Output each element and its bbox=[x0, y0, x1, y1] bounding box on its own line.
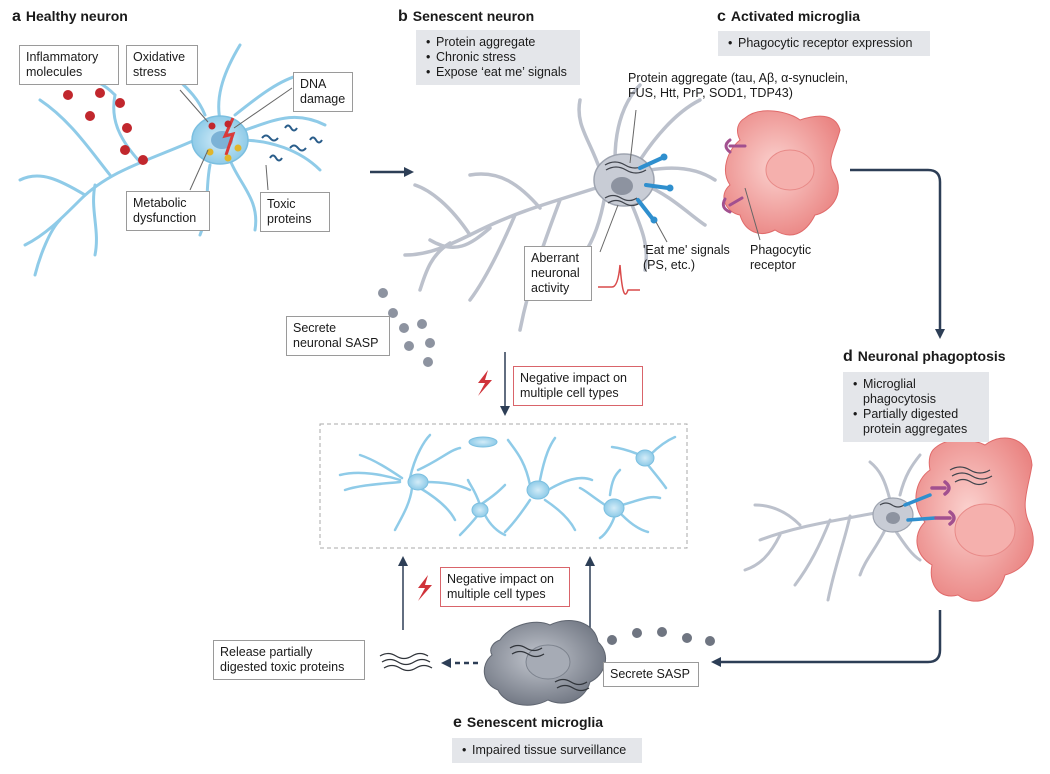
dna-damage-label: DNA damage bbox=[293, 72, 353, 112]
panel-e-title-text: Senescent microglia bbox=[466, 714, 604, 730]
metabolic-dysfunction-label: Metabolic dysfunction bbox=[126, 191, 210, 231]
panel-c-bullets: Phagocytic receptor expression bbox=[718, 31, 930, 56]
panel-b-bullet-1: Protein aggregate bbox=[426, 35, 570, 50]
cell-types-box bbox=[319, 423, 688, 549]
neuronal-sasp-particles bbox=[378, 288, 435, 367]
panel-b-title-text: Senescent neuron bbox=[412, 8, 535, 24]
negative-impact-top: Negative impact on multiple cell types bbox=[513, 366, 643, 406]
activated-microglia bbox=[723, 110, 841, 236]
panel-e-bullet-1: Impaired tissue surveillance bbox=[462, 743, 632, 758]
panel-d-bullet-1: Microglial phagocytosis bbox=[853, 377, 979, 407]
senescent-microglia bbox=[483, 620, 607, 706]
callout-lines-b bbox=[599, 109, 668, 253]
panel-e-bullets: Impaired tissue surveillance bbox=[452, 738, 642, 763]
panel-c-title-text: Activated microglia bbox=[730, 8, 861, 24]
protein-aggregate-label: Protein aggregate (tau, Aβ, α-synuclein,… bbox=[628, 71, 849, 100]
callout-lines-a bbox=[179, 87, 293, 191]
inflammatory-molecules-label: Inflammatory molecules bbox=[19, 45, 119, 85]
panel-a-title-text: Healthy neuron bbox=[25, 8, 128, 24]
panel-d-bullets: Microglial phagocytosis Partially digest… bbox=[843, 372, 989, 442]
panel-d-letter: d bbox=[843, 348, 853, 365]
panel-b-letter: b bbox=[398, 8, 408, 25]
cell-types-illustration bbox=[338, 433, 677, 540]
sasp-particles bbox=[607, 627, 715, 646]
lightning-icon-bottom bbox=[418, 575, 432, 601]
panel-a-letter: a bbox=[12, 8, 21, 25]
receptor-signal-pairs bbox=[903, 480, 956, 526]
lightning-icon-top bbox=[478, 370, 492, 396]
aberrant-activity-trace bbox=[598, 264, 640, 295]
panel-c-letter: c bbox=[717, 8, 726, 25]
cell-bodies bbox=[407, 436, 655, 518]
digested-aggregates bbox=[879, 466, 993, 508]
neuronal-sasp-label: Secrete neuronal SASP bbox=[286, 316, 390, 356]
eat-me-signals bbox=[636, 156, 670, 220]
panel-b-bullet-2: Chronic stress bbox=[426, 50, 570, 65]
panel-b-bullets: Protein aggregate Chronic stress Expose … bbox=[416, 30, 580, 85]
phagocytosed-neuron bbox=[743, 453, 922, 602]
toxic-proteins-label: Toxic proteins bbox=[260, 192, 330, 232]
arrow-d-to-e bbox=[711, 610, 942, 667]
phagocytic-microglia bbox=[915, 437, 1034, 602]
panel-b-bullet-3: Expose ‘eat me’ signals bbox=[426, 65, 570, 80]
engulfed-neuron-nucleus bbox=[886, 512, 900, 524]
release-toxic-proteins-label: Release partially digested toxic protein… bbox=[213, 640, 365, 680]
panel-c-bullet-1: Phagocytic receptor expression bbox=[728, 36, 920, 51]
released-toxic-proteins bbox=[379, 652, 433, 672]
negative-impact-bottom: Negative impact on multiple cell types bbox=[440, 567, 570, 607]
panel-e-letter: e bbox=[453, 714, 462, 731]
phagocytic-receptor-label: Phagocytic receptor bbox=[750, 243, 812, 272]
eat-me-signal-heads bbox=[650, 153, 674, 224]
eat-me-signals-label: 'Eat me' signals (PS, etc.) bbox=[643, 243, 730, 272]
aberrant-activity-label: Aberrant neuronal activity bbox=[524, 246, 592, 301]
arrow-c-to-d bbox=[850, 168, 945, 339]
secrete-sasp-label: Secrete SASP bbox=[603, 662, 699, 687]
callout-line-receptor bbox=[744, 187, 761, 241]
panel-d-bullet-2: Partially digested protein aggregates bbox=[853, 407, 979, 437]
panel-d-title-text: Neuronal phagoptosis bbox=[857, 348, 1006, 364]
phagocytic-receptors bbox=[721, 138, 747, 214]
inflammatory-molecules bbox=[63, 88, 148, 165]
oxidative-stress-label: Oxidative stress bbox=[126, 45, 198, 85]
